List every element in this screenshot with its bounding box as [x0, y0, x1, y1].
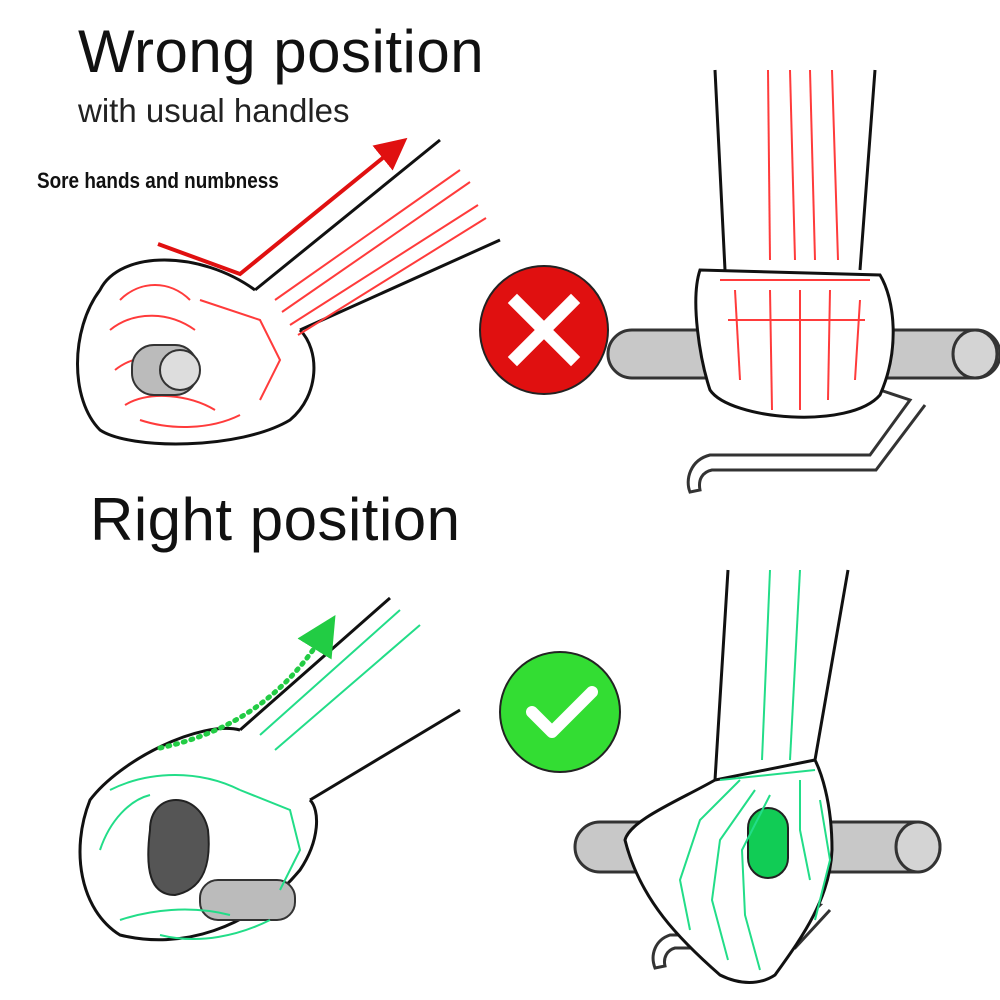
wrong-top-view-hand	[606, 69, 1000, 494]
wrong-strain-arrow	[157, 137, 408, 277]
right-side-view-hand	[78, 596, 461, 942]
right-position-title: Right position	[90, 486, 461, 553]
right-check-icon	[499, 651, 621, 773]
wrong-position-title: Wrong position	[78, 18, 485, 85]
wrong-position-subtitle: with usual handles	[78, 92, 350, 129]
wrong-x-icon	[479, 265, 609, 395]
sore-hands-note: Sore hands and numbness	[37, 168, 279, 193]
wrong-side-view-hand	[76, 138, 501, 446]
right-motion-arrow	[157, 614, 336, 751]
right-top-view-hand	[573, 569, 942, 984]
